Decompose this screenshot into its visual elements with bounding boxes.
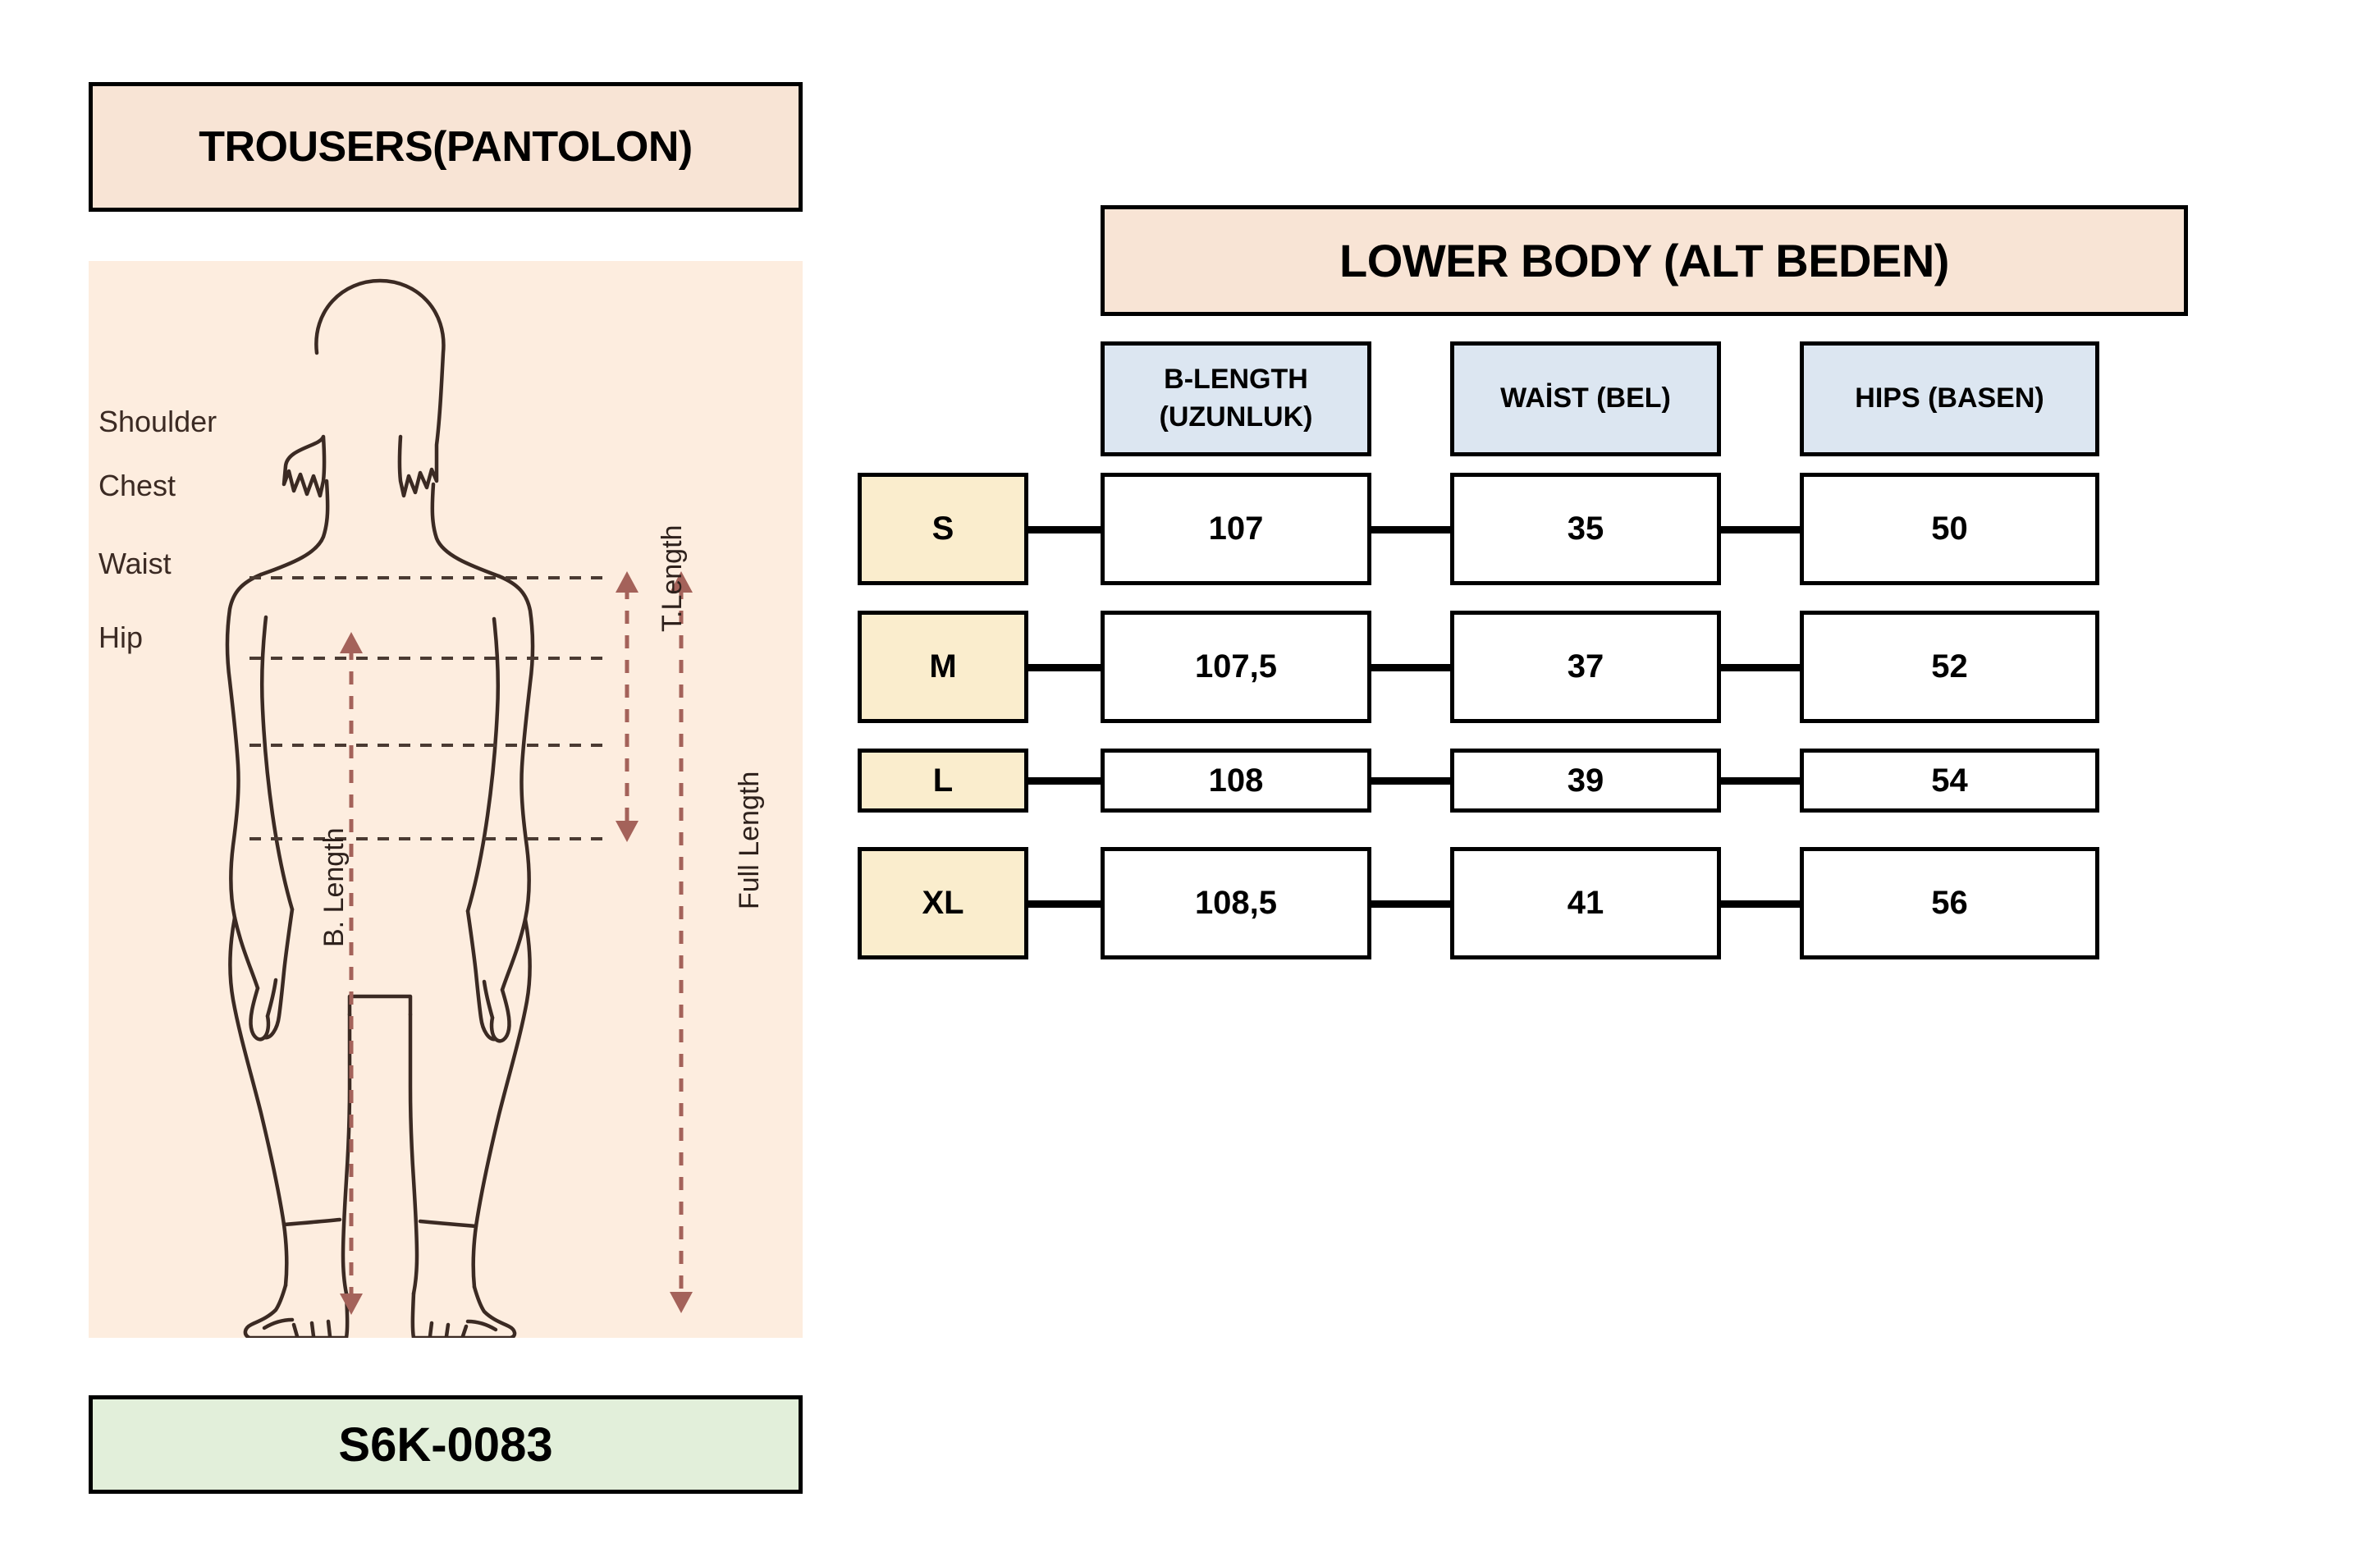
column-header-hips: HIPS (BASEN) — [1800, 341, 2099, 456]
value-cell-b-length: 107 — [1101, 473, 1371, 585]
figure-label-chest: Chest — [98, 469, 176, 502]
row-connector — [1028, 525, 1101, 533]
value-cell-hips: 54 — [1800, 749, 2099, 813]
value-cell-b-length: 107,5 — [1101, 611, 1371, 723]
table-title-banner: LOWER BODY (ALT BEDEN) — [1101, 205, 2188, 316]
female-body-diagram — [225, 278, 693, 1338]
garment-figure-column: TROUSERS(PANTOLON) — [89, 82, 803, 1494]
column-header-b-length: B-LENGTH (UZUNLUK) — [1101, 341, 1371, 456]
figure-label-hip: Hip — [98, 620, 144, 654]
figure-label-t-length: T.Length — [657, 524, 688, 632]
value-cell-hips: 52 — [1800, 611, 2099, 723]
row-connector — [1371, 777, 1450, 785]
row-connector — [1721, 663, 1800, 671]
row-connector — [1721, 777, 1800, 785]
figure-label-full-length: Full Length — [734, 771, 765, 909]
column-header-b-length-line2: (UZUNLUK) — [1159, 401, 1313, 433]
value-cell-hips: 50 — [1800, 473, 2099, 585]
row-connector — [1028, 777, 1101, 785]
size-cell-s: S — [858, 473, 1028, 585]
column-header-waist: WAİST (BEL) — [1450, 341, 1721, 456]
column-header-b-length-line1: B-LENGTH — [1164, 364, 1308, 396]
column-header-hips-line1: HIPS (BASEN) — [1855, 382, 2044, 414]
row-connector — [1721, 525, 1800, 533]
row-connector — [1371, 900, 1450, 908]
value-cell-hips: 56 — [1800, 847, 2099, 959]
full-length-arrowhead-down — [670, 1292, 693, 1313]
row-connector — [1371, 663, 1450, 671]
t-length-arrowhead-down — [616, 821, 638, 842]
size-cell-m: M — [858, 611, 1028, 723]
size-cell-l: L — [858, 749, 1028, 813]
garment-title-banner: TROUSERS(PANTOLON) — [89, 82, 803, 212]
figure-label-shoulder: Shoulder — [98, 405, 217, 438]
size-cell-xl: XL — [858, 847, 1028, 959]
full-length-arrowhead-up — [670, 571, 693, 593]
value-cell-waist: 37 — [1450, 611, 1721, 723]
body-figure-panel: Shoulder Chest Waist Hip T.Length Full L… — [89, 261, 803, 1338]
value-cell-b-length: 108 — [1101, 749, 1371, 813]
row-connector — [1028, 663, 1101, 671]
t-length-arrowhead-up — [616, 571, 638, 593]
figure-label-waist: Waist — [98, 547, 172, 580]
column-header-waist-line1: WAİST (BEL) — [1500, 382, 1671, 414]
row-connector — [1371, 525, 1450, 533]
garment-title-text: TROUSERS(PANTOLON) — [199, 123, 693, 171]
table-title-text: LOWER BODY (ALT BEDEN) — [1339, 235, 1949, 286]
product-code-text: S6K-0083 — [338, 1417, 553, 1472]
figure-label-b-length: B. Length — [318, 827, 350, 947]
row-connector — [1721, 900, 1800, 908]
row-connector — [1028, 900, 1101, 908]
b-length-arrowhead-down — [340, 1294, 363, 1315]
product-code-banner: S6K-0083 — [89, 1395, 803, 1494]
value-cell-waist: 41 — [1450, 847, 1721, 959]
value-cell-waist: 35 — [1450, 473, 1721, 585]
b-length-arrowhead-up — [340, 632, 363, 653]
value-cell-b-length: 108,5 — [1101, 847, 1371, 959]
value-cell-waist: 39 — [1450, 749, 1721, 813]
